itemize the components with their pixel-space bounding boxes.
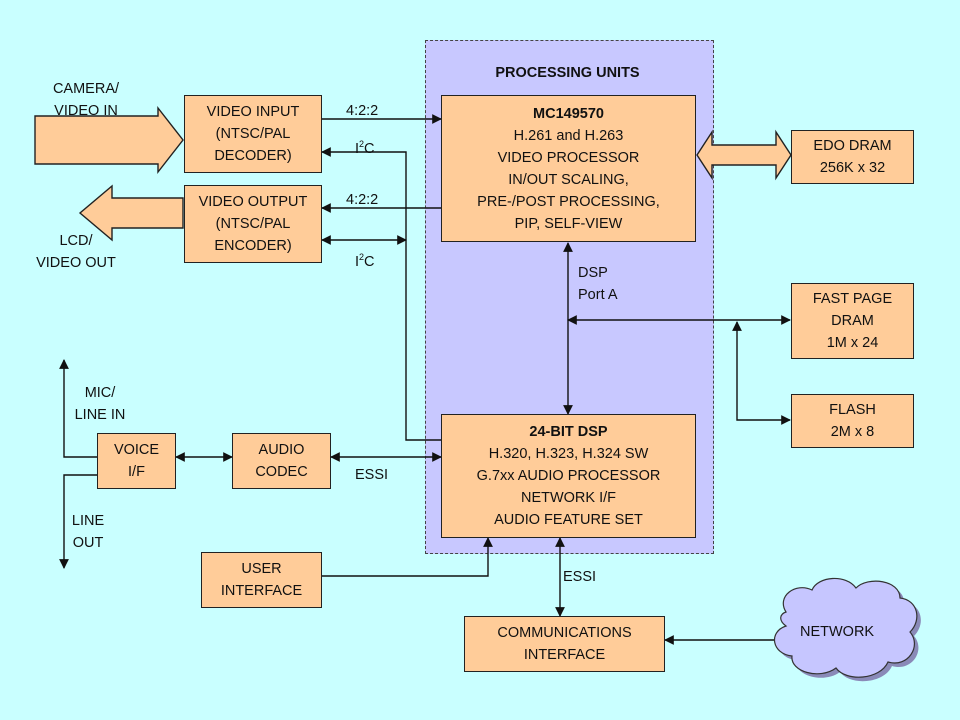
fast-page-dram-block: FAST PAGE DRAM 1M x 24	[791, 283, 914, 359]
dsp24-line: AUDIO FEATURE SET	[494, 512, 643, 528]
label-line: DSP	[578, 265, 608, 281]
block-line: EDO DRAM	[813, 138, 892, 154]
label-line: MIC/	[84, 385, 116, 401]
block-line: FLASH	[829, 402, 876, 418]
network-label: NETWORK	[800, 624, 875, 640]
camera-input-arrow	[34, 105, 184, 175]
label-line: VIDEO IN	[54, 103, 118, 119]
i2c-letter: I	[355, 140, 360, 157]
wire-user-if	[322, 537, 493, 577]
mc149570-line: PRE-/POST PROCESSING,	[477, 193, 660, 210]
block-line: AUDIO	[258, 442, 305, 458]
block-line: VIDEO INPUT	[206, 104, 300, 120]
i2c-top-label: I2C	[355, 133, 375, 160]
label-line: OUT	[72, 535, 104, 551]
wire-line-out	[59, 474, 97, 569]
block-line: INTERFACE	[523, 647, 606, 663]
audio-codec-block: AUDIO CODEC	[232, 433, 331, 489]
block-line: VOICE	[113, 442, 160, 458]
network-cloud-icon	[774, 577, 921, 682]
label-line: VIDEO OUT	[36, 255, 116, 271]
i2c-letter: I	[355, 253, 360, 270]
mc149570-line: VIDEO PROCESSOR	[497, 149, 640, 166]
label-line: CAMERA/	[52, 81, 120, 97]
video-input-block: VIDEO INPUT (NTSC/PAL DECODER)	[184, 95, 322, 173]
essi-audio-label: ESSI	[355, 467, 389, 483]
video-output-block: VIDEO OUTPUT (NTSC/PAL ENCODER)	[184, 185, 322, 263]
mc149570-line: PIP, SELF-VIEW	[514, 215, 623, 232]
lcd-label: LCD/ VIDEO OUT	[26, 230, 126, 274]
mc149570-line: IN/OUT SCALING,	[508, 171, 629, 188]
dsp24-line: H.320, H.323, H.324 SW	[488, 446, 649, 462]
mc149570-title: MC149570	[533, 105, 604, 122]
camera-label: CAMERA/ VIDEO IN	[36, 78, 136, 122]
comm-interface-block: COMMUNICATIONS INTERFACE	[464, 616, 665, 672]
dsp24-line: NETWORK I/F	[520, 490, 617, 506]
block-line: DECODER)	[214, 148, 292, 164]
region-title: PROCESSING UNITS	[495, 65, 640, 81]
block-line: 2M x 8	[830, 424, 875, 440]
wire-mic	[59, 359, 97, 458]
flash-block: FLASH 2M x 8	[791, 394, 914, 448]
lcd-output-arrow	[78, 184, 184, 242]
bus-422-bottom-label: 4:2:2	[346, 192, 379, 208]
block-line: 256K x 32	[819, 160, 886, 176]
edo-double-arrow	[696, 129, 792, 181]
dsp24-block: 24-BIT DSP H.320, H.323, H.324 SW G.7xx …	[441, 414, 696, 538]
block-line: FAST PAGE	[812, 291, 893, 307]
user-interface-block: USER INTERFACE	[201, 552, 322, 608]
label-line: LCD/	[59, 233, 93, 249]
dsp24-line: G.7xx AUDIO PROCESSOR	[476, 468, 661, 484]
i2c-superscript: 2	[359, 139, 365, 149]
block-line: I/F	[128, 464, 145, 480]
mc149570-block: MC149570 H.261 and H.263 VIDEO PROCESSOR…	[441, 95, 696, 242]
edo-dram-block: EDO DRAM 256K x 32	[791, 130, 914, 184]
block-line: VIDEO OUTPUT	[198, 194, 308, 210]
block-line: USER	[241, 561, 282, 577]
label-line: Port A	[578, 287, 618, 303]
block-line: (NTSC/PAL	[215, 126, 291, 142]
wire-i2c-top	[321, 147, 441, 441]
i2c-letter: C	[364, 253, 375, 270]
block-line: 1M x 24	[826, 335, 879, 351]
block-line: DRAM	[831, 313, 874, 329]
i2c-letter: C	[364, 140, 375, 157]
dsp-port-label: DSP Port A	[578, 262, 618, 306]
block-line: (NTSC/PAL	[215, 216, 291, 232]
block-line: CODEC	[255, 464, 308, 480]
bus-422-top-label: 4:2:2	[346, 103, 379, 119]
i2c-bottom-label: I2C	[355, 246, 375, 273]
block-line: COMMUNICATIONS	[497, 625, 632, 641]
block-line: INTERFACE	[220, 583, 303, 599]
label-line: LINE	[71, 513, 105, 529]
voice-if-block: VOICE I/F	[97, 433, 176, 489]
i2c-superscript: 2	[359, 252, 365, 262]
line-out-label: LINE OUT	[38, 510, 138, 554]
essi-comm-label: ESSI	[563, 569, 597, 585]
mic-label: MIC/ LINE IN	[50, 382, 150, 426]
label-line: LINE IN	[74, 407, 126, 423]
block-line: ENCODER)	[214, 238, 292, 254]
wire-flash	[732, 321, 791, 425]
mc149570-line: H.261 and H.263	[513, 127, 624, 144]
dsp24-title: 24-BIT DSP	[529, 424, 608, 440]
